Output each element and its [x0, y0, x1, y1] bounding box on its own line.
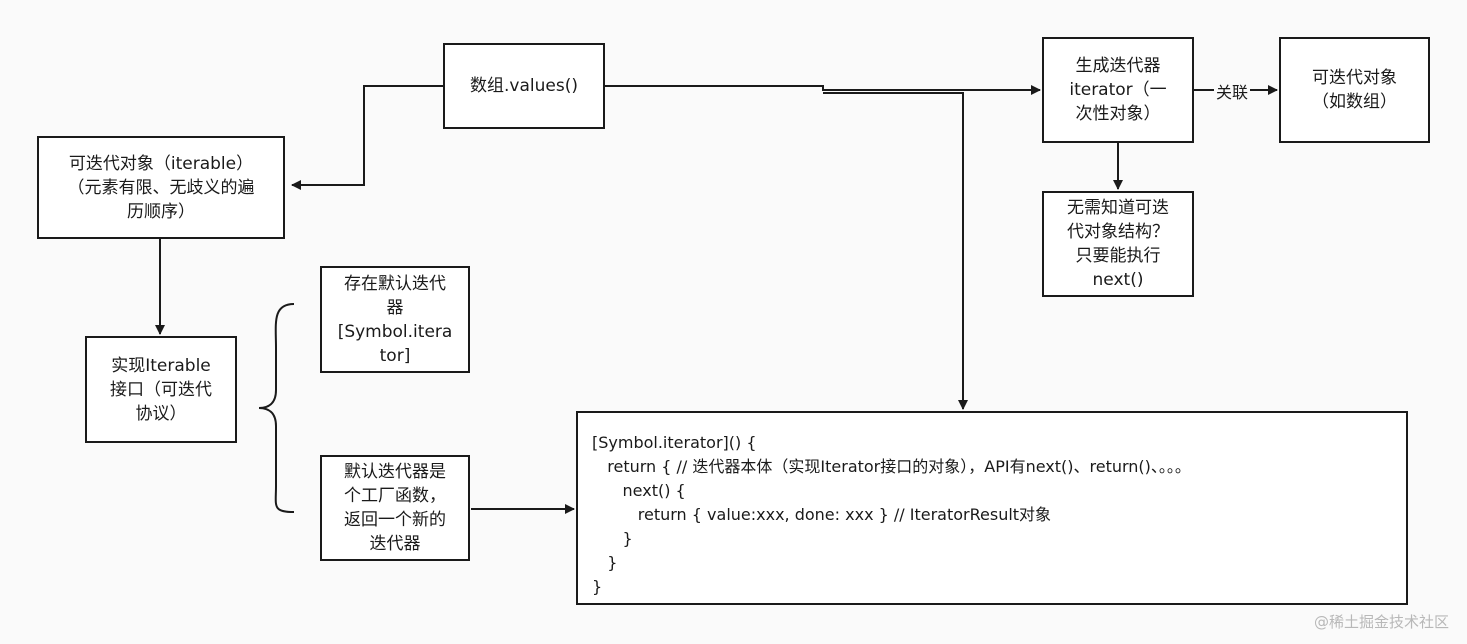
code-block: [Symbol.iterator]() { return { // 迭代器本体（…: [576, 411, 1408, 605]
code-line: return { // 迭代器本体（实现Iterator接口的对象），API有n…: [592, 457, 1191, 476]
code-line: }: [592, 529, 633, 548]
edge-values-to-iterable: [291, 85, 444, 190]
default-iterator-node: 存在默认迭代 器 [Symbol.itera tor]: [320, 266, 470, 373]
code-line: next() {: [592, 481, 686, 500]
iterable-array-node: 可迭代对象 （如数组）: [1279, 37, 1430, 143]
generate-iterator-node: 生成迭代器 iterator（一 次性对象）: [1042, 37, 1194, 143]
iterable-node: 可迭代对象（iterable） （元素有限、无歧义的遍 历顺序）: [37, 136, 285, 239]
no-need-to-know-node: 无需知道可迭 代对象结构？ 只要能执行 next(): [1042, 191, 1194, 297]
code-line: [Symbol.iterator]() {: [592, 433, 757, 452]
edge-values-to-generate-iterator: [604, 85, 1041, 95]
code-line: }: [592, 553, 618, 572]
array-values-node: 数组.values(): [443, 43, 605, 129]
edge-values-to-code-block: [823, 92, 968, 410]
factory-function-node: 默认迭代器是 个工厂函数， 返回一个新的 迭代器: [320, 455, 470, 561]
curly-brace: [258, 303, 295, 513]
code-line: return { value:xxx, done: xxx } // Itera…: [592, 505, 1052, 524]
code-line: }: [592, 577, 603, 596]
implements-iterable-node: 实现Iterable 接口（可迭代 协议）: [85, 336, 237, 443]
association-edge-label: 关联: [1214, 79, 1251, 103]
watermark: @稀土掘金技术社区: [1313, 613, 1449, 631]
